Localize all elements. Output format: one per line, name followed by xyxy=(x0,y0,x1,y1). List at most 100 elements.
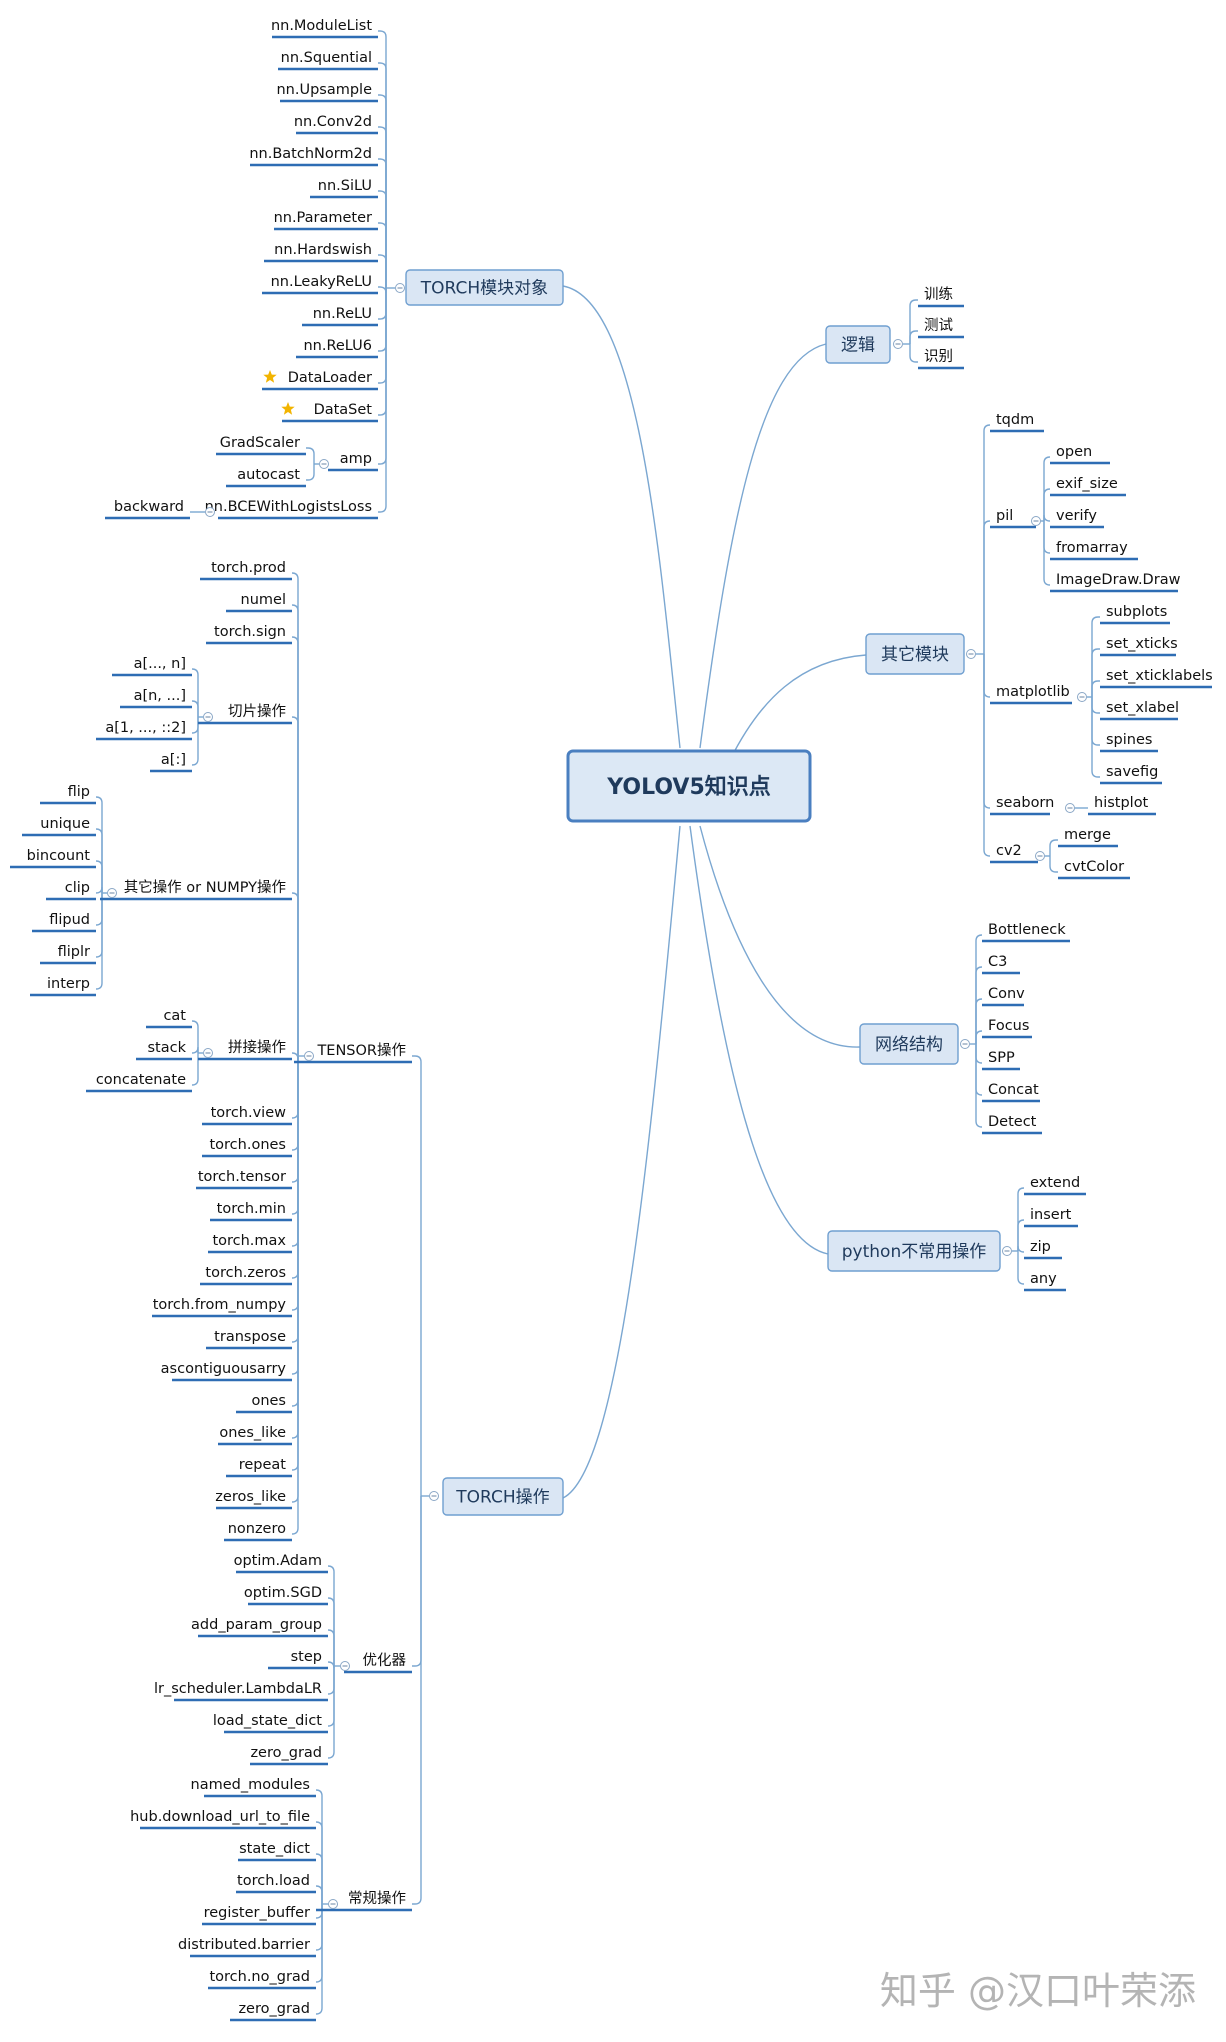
leaf-node[interactable]: 拼接操作 xyxy=(198,1039,292,1061)
leaf-merge[interactable]: merge xyxy=(1058,827,1118,848)
leaf-nn-leakyrelu[interactable]: nn.LeakyReLU xyxy=(262,274,378,295)
leaf-fliplr[interactable]: fliplr xyxy=(40,944,96,965)
leaf-bottleneck[interactable]: Bottleneck xyxy=(982,922,1070,943)
leaf-subplots[interactable]: subplots xyxy=(1100,604,1170,625)
collapse-toggle-icon[interactable] xyxy=(429,1491,439,1501)
leaf-any[interactable]: any xyxy=(1024,1271,1066,1292)
leaf-concatenate[interactable]: concatenate xyxy=(86,1072,192,1093)
leaf-set-xticklabels[interactable]: set_xticklabels xyxy=(1100,668,1213,689)
leaf-amp[interactable]: amp xyxy=(328,451,378,472)
leaf-tqdm[interactable]: tqdm xyxy=(990,412,1044,433)
leaf-stack[interactable]: stack xyxy=(136,1040,192,1061)
collapse-toggle-icon[interactable] xyxy=(203,712,213,722)
leaf-interp[interactable]: interp xyxy=(30,976,96,997)
leaf-torch-load[interactable]: torch.load xyxy=(236,1873,316,1894)
leaf-distributed-barrier[interactable]: distributed.barrier xyxy=(178,1937,316,1958)
leaf-node[interactable]: 识别 xyxy=(918,348,964,370)
leaf-savefig[interactable]: savefig xyxy=(1100,764,1162,785)
leaf-exif-size[interactable]: exif_size xyxy=(1050,476,1126,497)
collapse-toggle-icon[interactable] xyxy=(1035,851,1045,861)
leaf-torch-view[interactable]: torch.view xyxy=(202,1105,292,1126)
leaf-nn-parameter[interactable]: nn.Parameter xyxy=(274,210,378,231)
leaf-ones[interactable]: ones xyxy=(236,1393,292,1414)
leaf-ones-like[interactable]: ones_like xyxy=(218,1425,292,1446)
topic-python[interactable]: python不常用操作 xyxy=(827,1230,1001,1272)
central-topic[interactable]: YOLOV5知识点 xyxy=(566,749,812,823)
leaf-torch-max[interactable]: torch.max xyxy=(208,1233,292,1254)
leaf-dataloader[interactable]: DataLoader xyxy=(262,370,378,391)
leaf-open[interactable]: open xyxy=(1050,444,1110,465)
leaf-zeros-like[interactable]: zeros_like xyxy=(215,1489,292,1510)
leaf-add-param-group[interactable]: add_param_group xyxy=(191,1617,328,1638)
leaf-node[interactable]: 测试 xyxy=(918,317,964,339)
leaf-torch-from-numpy[interactable]: torch.from_numpy xyxy=(152,1297,292,1318)
leaf-gradscaler[interactable]: GradScaler xyxy=(216,435,306,456)
leaf-nn-upsample[interactable]: nn.Upsample xyxy=(276,82,378,103)
collapse-toggle-icon[interactable] xyxy=(893,339,903,349)
leaf-conv[interactable]: Conv xyxy=(982,986,1025,1007)
leaf-zero-grad[interactable]: zero_grad xyxy=(230,2001,316,2022)
leaf-step[interactable]: step xyxy=(268,1649,328,1670)
leaf-cvtcolor[interactable]: cvtColor xyxy=(1058,859,1130,880)
leaf-clip[interactable]: clip xyxy=(46,880,96,901)
topic-torch[interactable]: TORCH模块对象 xyxy=(405,269,564,306)
leaf-set-xticks[interactable]: set_xticks xyxy=(1100,636,1178,657)
leaf-torch-min[interactable]: torch.min xyxy=(210,1201,292,1222)
leaf-or-numpy[interactable]: 其它操作 or NUMPY操作 xyxy=(100,878,292,901)
collapse-toggle-icon[interactable] xyxy=(1031,516,1041,526)
leaf-a-1-2[interactable]: a[1, ..., ::2] xyxy=(96,720,192,741)
leaf-hub-download-url-to-file[interactable]: hub.download_url_to_file xyxy=(130,1809,316,1830)
leaf-extend[interactable]: extend xyxy=(1024,1175,1086,1196)
collapse-toggle-icon[interactable] xyxy=(960,1039,970,1049)
leaf-torch-ones[interactable]: torch.ones xyxy=(202,1137,292,1158)
collapse-toggle-icon[interactable] xyxy=(328,1899,338,1909)
leaf-node[interactable]: 切片操作 xyxy=(198,703,292,725)
leaf-nn-modulelist[interactable]: nn.ModuleList xyxy=(271,18,378,39)
leaf-named-modules[interactable]: named_modules xyxy=(191,1777,316,1798)
leaf-nn-hardswish[interactable]: nn.Hardswish xyxy=(264,242,378,263)
topic-node[interactable]: 其它模块 xyxy=(865,633,965,675)
leaf-lr-scheduler-lambdalr[interactable]: lr_scheduler.LambdaLR xyxy=(154,1681,328,1702)
leaf-verify[interactable]: verify xyxy=(1050,508,1104,529)
leaf-a-n[interactable]: a[n, ...] xyxy=(120,688,192,709)
leaf-load-state-dict[interactable]: load_state_dict xyxy=(213,1713,328,1734)
leaf-spp[interactable]: SPP xyxy=(982,1050,1020,1071)
leaf-node[interactable]: 训练 xyxy=(918,286,964,308)
leaf-set-xlabel[interactable]: set_xlabel xyxy=(1100,700,1179,721)
leaf-spines[interactable]: spines xyxy=(1100,732,1158,753)
leaf-a-n[interactable]: a[..., n] xyxy=(112,656,192,677)
leaf-nn-batchnorm2d[interactable]: nn.BatchNorm2d xyxy=(249,146,378,167)
leaf-torch-prod[interactable]: torch.prod xyxy=(200,560,292,581)
collapse-toggle-icon[interactable] xyxy=(1065,803,1075,813)
leaf-focus[interactable]: Focus xyxy=(982,1018,1032,1039)
leaf-nonzero[interactable]: nonzero xyxy=(224,1521,292,1542)
leaf-nn-relu[interactable]: nn.ReLU xyxy=(302,306,378,327)
leaf-nn-relu6[interactable]: nn.ReLU6 xyxy=(296,338,378,359)
collapse-toggle-icon[interactable] xyxy=(107,888,117,898)
leaf-bincount[interactable]: bincount xyxy=(10,848,96,869)
collapse-toggle-icon[interactable] xyxy=(395,283,405,293)
leaf-transpose[interactable]: transpose xyxy=(206,1329,292,1350)
leaf-cv2[interactable]: cv2 xyxy=(990,843,1038,864)
leaf-pil[interactable]: pil xyxy=(990,508,1036,529)
leaf-nn-silu[interactable]: nn.SiLU xyxy=(310,178,378,199)
leaf-matplotlib[interactable]: matplotlib xyxy=(990,684,1072,705)
leaf-tensor[interactable]: TENSOR操作 xyxy=(294,1042,412,1064)
leaf-backward[interactable]: backward xyxy=(105,499,190,520)
collapse-toggle-icon[interactable] xyxy=(319,459,329,469)
leaf-zip[interactable]: zip xyxy=(1024,1239,1062,1260)
collapse-toggle-icon[interactable] xyxy=(205,507,215,517)
collapse-toggle-icon[interactable] xyxy=(340,1661,350,1671)
leaf-insert[interactable]: insert xyxy=(1024,1207,1078,1228)
leaf-state-dict[interactable]: state_dict xyxy=(238,1841,316,1862)
topic-torch[interactable]: TORCH操作 xyxy=(442,1477,564,1516)
collapse-toggle-icon[interactable] xyxy=(1002,1246,1012,1256)
collapse-toggle-icon[interactable] xyxy=(966,649,976,659)
leaf-detect[interactable]: Detect xyxy=(982,1114,1042,1135)
leaf-ascontiguousarry[interactable]: ascontiguousarry xyxy=(161,1361,292,1382)
leaf-nn-conv2d[interactable]: nn.Conv2d xyxy=(294,114,378,135)
leaf-nn-bcewithlogistsloss[interactable]: nn.BCEWithLogistsLoss xyxy=(205,499,378,520)
leaf-node[interactable]: 常规操作 xyxy=(316,1890,412,1912)
leaf-register-buffer[interactable]: register_buffer xyxy=(202,1905,316,1926)
leaf-torch-tensor[interactable]: torch.tensor xyxy=(196,1169,292,1190)
